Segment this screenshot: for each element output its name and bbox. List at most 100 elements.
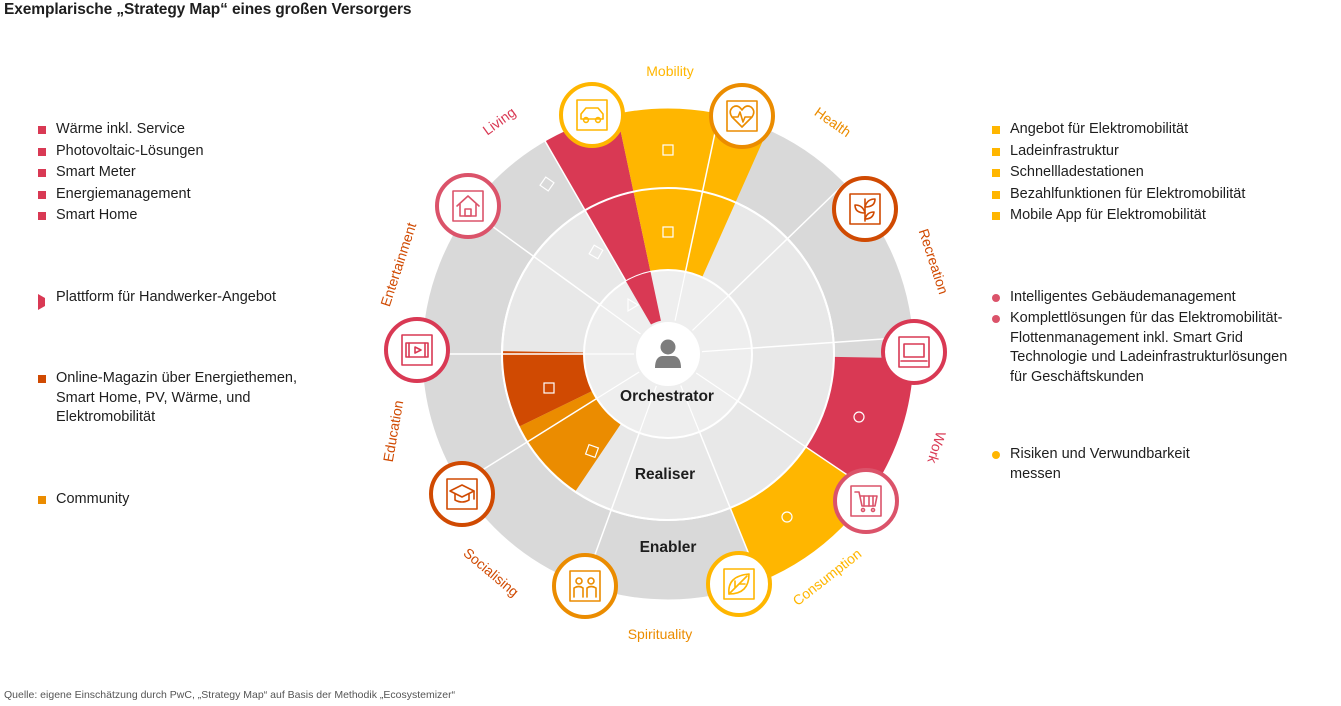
center-divider — [680, 385, 701, 433]
legend-right-item: Ladeinfrastruktur — [992, 142, 1332, 162]
segment-label-work: Work — [924, 430, 949, 467]
page-title: Exemplarische „Strategy Map“ eines große… — [4, 1, 412, 18]
living-outer-marker — [539, 176, 555, 192]
legend-marker-square — [992, 212, 1000, 220]
house-icon — [452, 190, 484, 222]
shopping-cart-bubble — [833, 468, 899, 534]
living-middle-sector — [585, 191, 651, 282]
legend-text: Risiken und Verwundbarkeit — [1010, 446, 1190, 462]
realiser-label: Realiser — [635, 466, 695, 483]
leaf-icon — [723, 568, 755, 600]
legend-left-item: Smart Home, PV, Wärme, und — [38, 389, 348, 409]
house-bubble — [435, 173, 501, 239]
legend-text: Smart Home — [56, 207, 138, 223]
center-divider — [596, 371, 640, 400]
living-inner-sector-top — [626, 271, 661, 325]
legend-marker-circle — [992, 315, 1000, 323]
legend-marker-square — [992, 169, 1000, 177]
legend-text: Smart Home, PV, Wärme, und — [56, 389, 251, 406]
people-icon — [569, 570, 601, 602]
mobility-sector — [616, 107, 769, 278]
legend-left-group-2: Online-Magazin über Energiethemen, Smart … — [38, 369, 348, 428]
legend-left-group-1: Plattform für Handwerker-Angebot — [38, 288, 348, 310]
legend-marker-square — [38, 375, 46, 383]
legend-text: Wärme inkl. Service — [56, 121, 185, 137]
legend-text: für Geschäftskunden — [1010, 368, 1144, 385]
legend-marker-tri — [38, 293, 53, 310]
legend-marker-square — [992, 190, 1000, 199]
legend-left-item: Elektromobilität — [38, 408, 348, 428]
legend-right-item: für Geschäftskunden — [992, 368, 1332, 388]
legend-right-item: Flottenmanagement inkl. Smart Grid — [992, 329, 1332, 349]
orchestrator-label: Orchestrator — [620, 388, 714, 405]
legend-right-item: Technologie und Ladeinfrastrukturlösunge… — [992, 348, 1332, 368]
mobility-middle-marker — [662, 226, 674, 238]
legend-marker-square — [38, 495, 46, 504]
legend-left-item: Photovoltaic-Lösungen — [38, 142, 348, 162]
legend-left-item: Online-Magazin über Energiethemen, — [38, 369, 348, 389]
legend-text: Elektromobilität — [56, 409, 156, 425]
segment-label-socialising: Socialising — [460, 545, 522, 600]
legend-text: Komplettlösungen für das Elektromobilitä… — [1010, 310, 1283, 326]
source-note: Quelle: eigene Einschätzung durch PwC, „… — [4, 689, 456, 701]
segment-label-health: Health — [812, 104, 854, 140]
legend-right-item: Mobile App für Elektromobilität — [992, 206, 1332, 226]
center-divider — [638, 385, 657, 434]
legend-text: Community — [56, 490, 130, 507]
people-bubble — [552, 553, 618, 619]
legend-right-item: Schnellladestationen — [992, 163, 1332, 183]
legend-marker-square — [992, 147, 1000, 156]
living-middle-marker — [588, 244, 604, 260]
segment-label-recreation: Recreation — [916, 227, 952, 296]
car-bubble — [559, 82, 625, 148]
living-inner-triangle-marker — [627, 297, 640, 313]
mobility-outer-marker — [662, 144, 674, 156]
education-sector — [518, 390, 622, 492]
divider-line — [684, 113, 720, 272]
legend-marker-square — [38, 126, 46, 134]
laptop-icon — [898, 336, 930, 368]
realiser-border — [501, 187, 835, 521]
center-divider — [599, 304, 641, 335]
legend-marker-square — [38, 212, 46, 220]
legend-left-item: Smart Home — [38, 206, 348, 226]
shopping-cart-icon — [850, 485, 882, 517]
segment-label-living: Living — [480, 104, 519, 138]
legend-marker-circle — [992, 451, 1000, 459]
legend-right-item: Risiken und Verwundbarkeit — [992, 445, 1332, 465]
center-divider — [674, 271, 687, 321]
person-icon-head — [660, 339, 676, 355]
legend-text: Smart Meter — [56, 164, 136, 180]
legend-text: Mobile App für Elektromobilität — [1010, 207, 1206, 223]
legend-left-item: Community — [38, 490, 348, 510]
legend-text: messen — [1010, 465, 1061, 482]
legend-marker-square — [992, 126, 1000, 134]
legend-right-item: Bezahlfunktionen für Elektromobilität — [992, 185, 1332, 205]
film-icon — [401, 334, 433, 366]
consumption-sector — [730, 446, 872, 583]
legend-text: Intelligentes Gebäudemanagement — [1010, 288, 1236, 305]
car-icon — [576, 99, 608, 131]
segment-label-education: Education — [380, 399, 407, 463]
legend-text: Energiemanagement — [56, 185, 191, 202]
center-divider — [701, 347, 752, 353]
center-divider — [692, 295, 729, 331]
legend-text: Online-Magazin über Energiethemen, — [56, 370, 297, 386]
divider-line — [544, 140, 627, 282]
graduation-cap-icon — [446, 478, 478, 510]
legend-marker-square — [38, 169, 46, 177]
consumption-circle-marker — [781, 511, 793, 523]
legend-right-group-2: Risiken und Verwundbarkeit messen — [992, 445, 1332, 484]
legend-left-group-3: Community — [38, 490, 348, 510]
person-icon-body — [655, 356, 681, 368]
divider-line — [727, 182, 846, 297]
segment-label-spirituality: Spirituality — [628, 626, 693, 642]
enabler-label: Enabler — [640, 539, 697, 556]
plant-icon — [849, 193, 881, 225]
legend-text: Plattform für Handwerker-Angebot — [56, 288, 277, 305]
legend-text: Angebot für Elektromobilität — [1010, 121, 1189, 137]
